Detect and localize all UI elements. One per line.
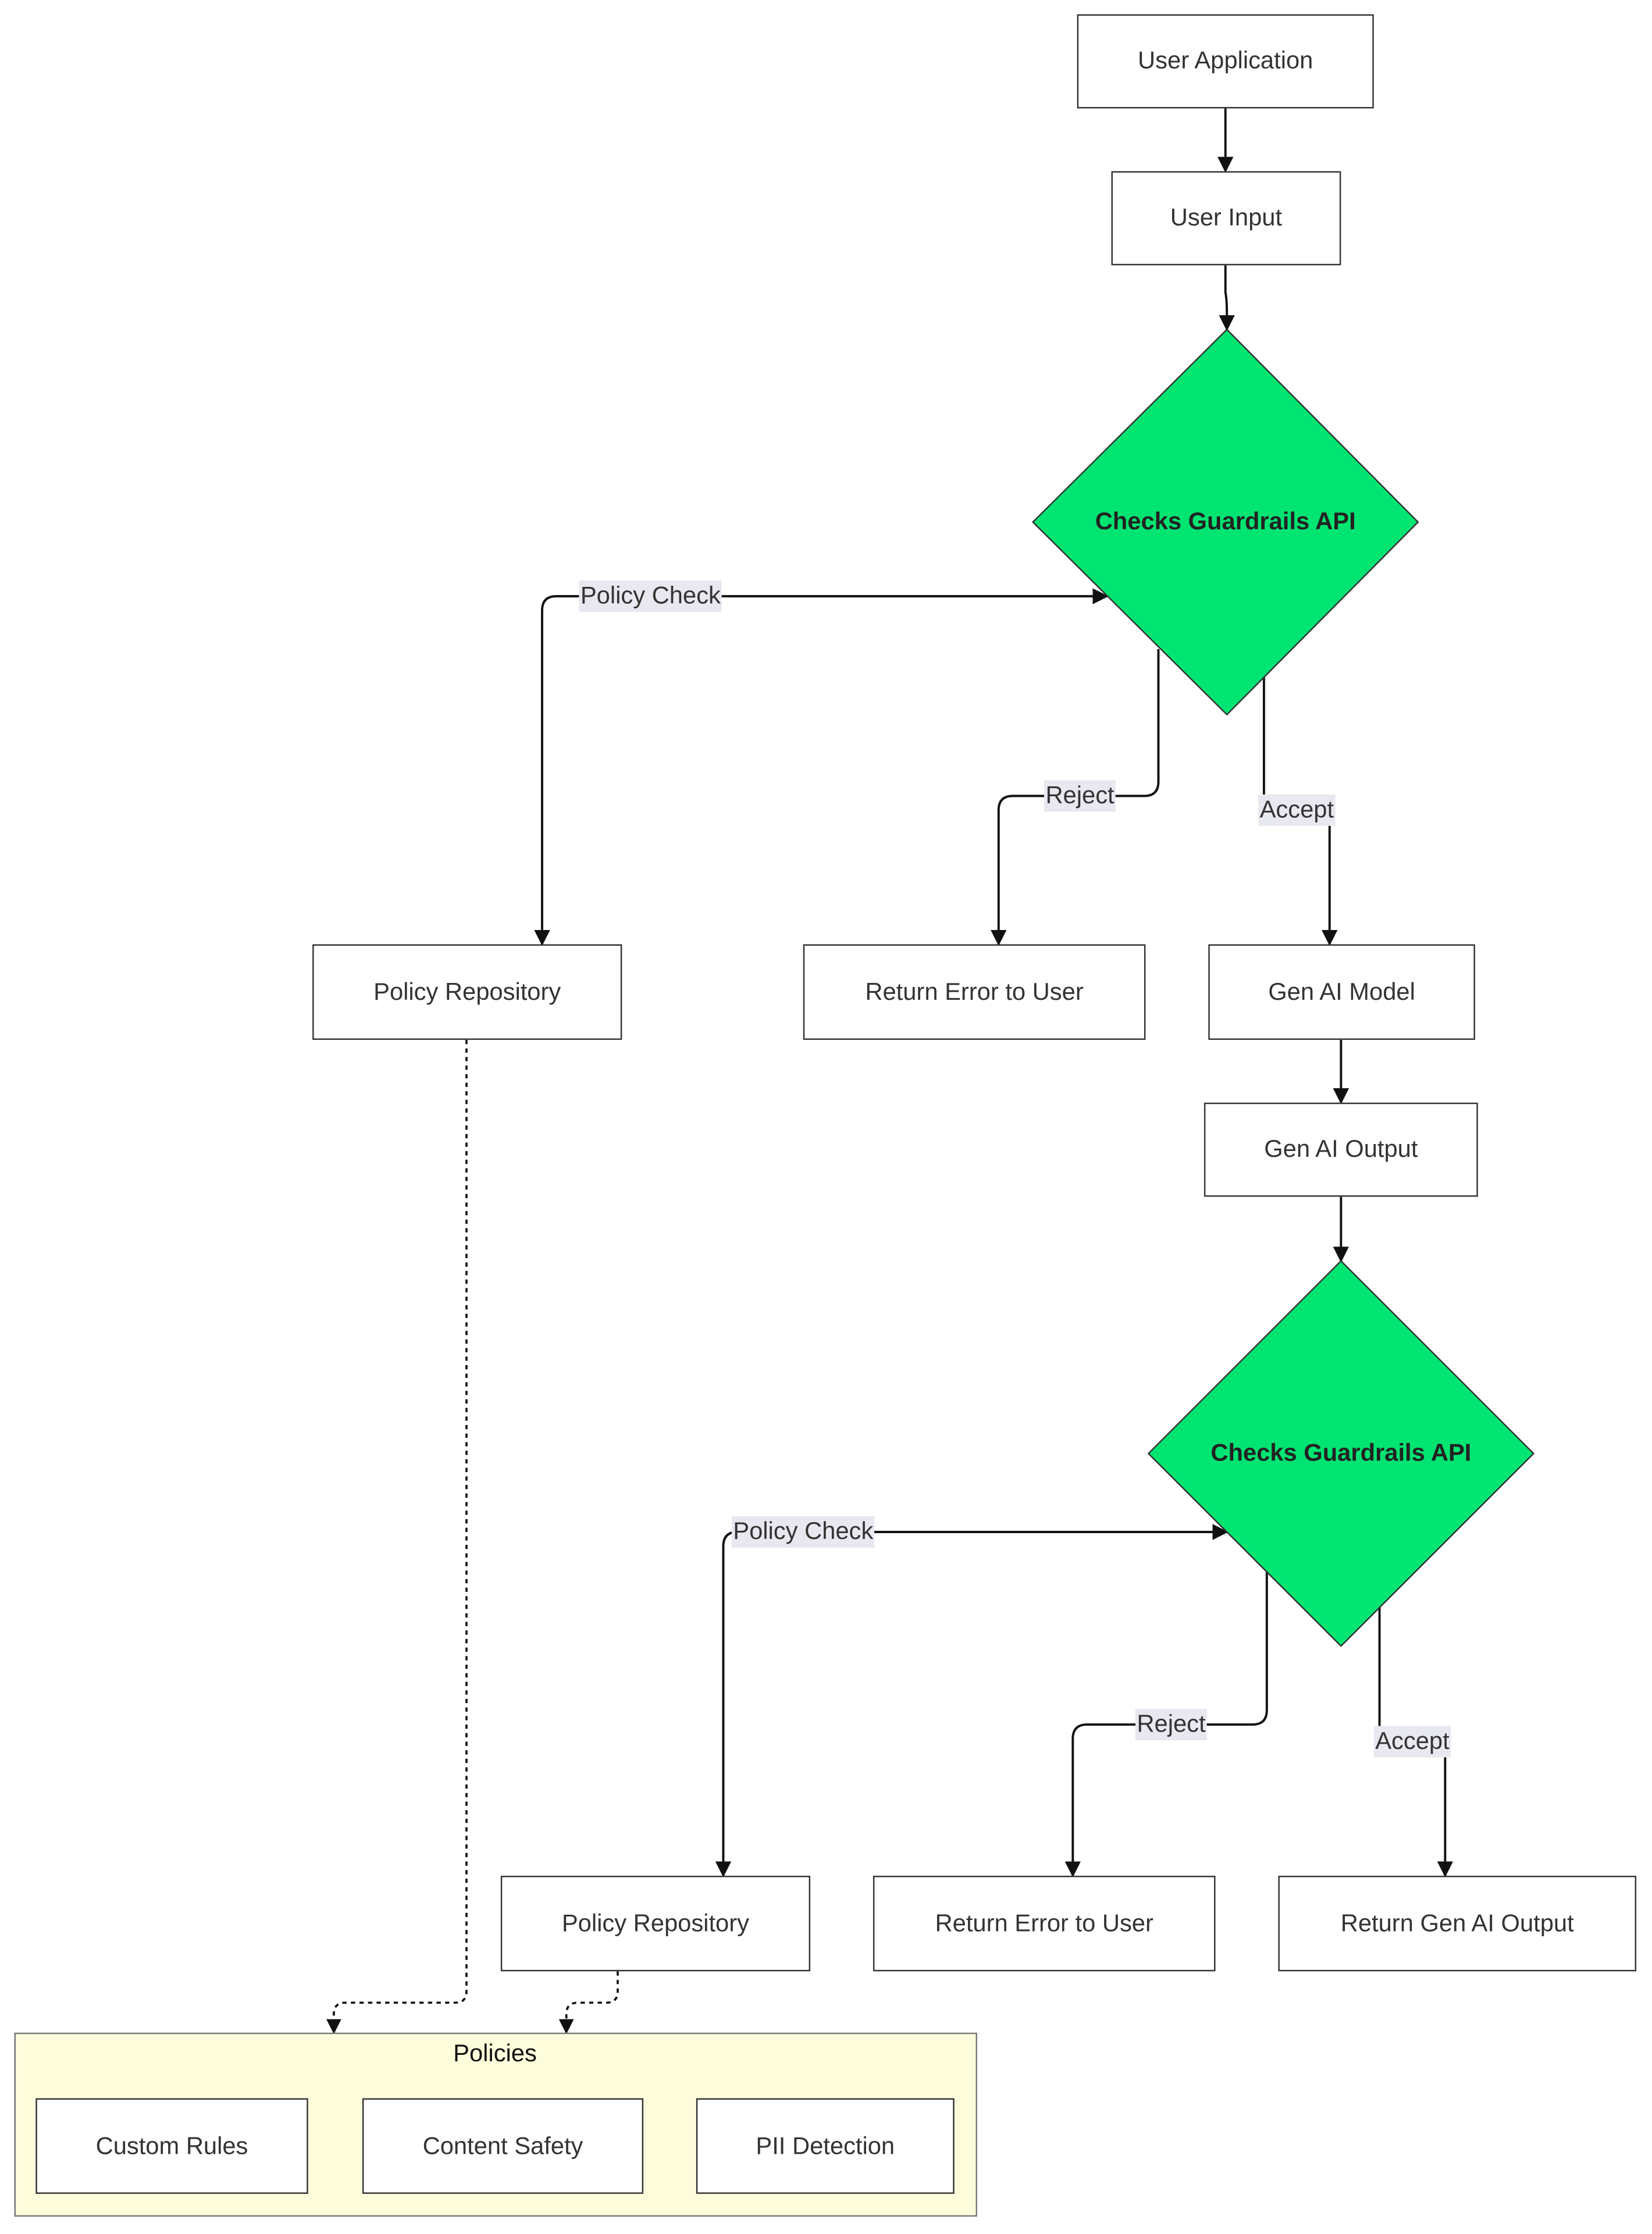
decision-1-label: Checks Guardrails API: [1095, 508, 1356, 535]
node-return-error-2-label: Return Error to User: [935, 1909, 1153, 1937]
node-return-error-1-label: Return Error to User: [865, 978, 1084, 1005]
node-gen-ai-model-label: Gen AI Model: [1268, 978, 1415, 1005]
policy-content-safety-label: Content Safety: [422, 2132, 583, 2159]
policy-pii-detection-label: PII Detection: [756, 2132, 895, 2159]
node-policy-repository-1-label: Policy Repository: [373, 978, 561, 1005]
node-user-application: User Application: [1077, 14, 1374, 109]
edge-label-reject-1: Reject: [1044, 780, 1116, 812]
node-gen-ai-output-label: Gen AI Output: [1264, 1135, 1418, 1163]
decision-2-label: Checks Guardrails API: [1210, 1439, 1472, 1467]
decision-diamond-1: [1031, 328, 1419, 716]
policy-pii-detection: PII Detection: [696, 2098, 955, 2194]
policy-custom-rules-label: Custom Rules: [95, 2132, 248, 2159]
node-gen-ai-output: Gen AI Output: [1204, 1102, 1478, 1197]
policy-content-safety: Content Safety: [362, 2098, 644, 2194]
node-user-input: User Input: [1111, 171, 1341, 266]
node-return-gen-ai-output: Return Gen AI Output: [1278, 1876, 1637, 1972]
edge-label-policy-check-2: Policy Check: [731, 1516, 875, 1548]
node-return-error-1: Return Error to User: [803, 944, 1146, 1040]
node-policy-repository-1: Policy Repository: [312, 944, 622, 1040]
edge-policy-check-2: [715, 1524, 1229, 1877]
edge-repo-1-to-policies: [326, 1039, 468, 2035]
node-policy-repository-2: Policy Repository: [500, 1876, 811, 1972]
node-return-error-2: Return Error to User: [873, 1876, 1216, 1972]
edge-repo-2-to-policies: [558, 1971, 619, 2035]
policies-group-title: Policies: [453, 2040, 537, 2067]
node-user-input-label: User Input: [1170, 204, 1283, 231]
edge-label-accept-2: Accept: [1373, 1726, 1451, 1758]
node-user-application-label: User Application: [1138, 47, 1313, 74]
edge-policy-check-1: [534, 588, 1109, 946]
edge-input-to-guardrails-1: [1219, 265, 1235, 332]
policy-custom-rules: Custom Rules: [35, 2098, 308, 2194]
decision-diamond-2: [1147, 1260, 1535, 1647]
node-gen-ai-model: Gen AI Model: [1208, 944, 1475, 1040]
node-return-gen-ai-output-label: Return Gen AI Output: [1340, 1909, 1574, 1937]
edge-label-reject-2: Reject: [1135, 1709, 1208, 1741]
edge-label-policy-check-1: Policy Check: [579, 580, 722, 612]
edge-label-accept-1: Accept: [1258, 794, 1336, 826]
node-policy-repository-2-label: Policy Repository: [561, 1909, 749, 1937]
